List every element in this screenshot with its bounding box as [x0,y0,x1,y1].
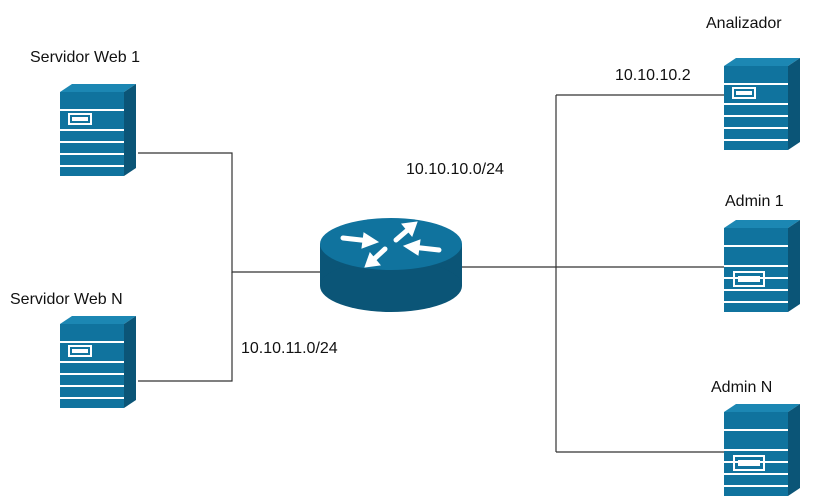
server-icon [723,57,801,151]
links [138,94,726,453]
server-icon [59,315,137,409]
server-webn [59,315,137,409]
router [320,218,462,312]
server-adminn-label: Admin N [711,379,772,396]
server-adminn [723,403,801,497]
router-icon [320,218,462,312]
server-analyzer-label: Analizador [706,15,782,32]
server-admin1-label: Admin 1 [725,193,784,210]
server-icon [723,403,801,497]
server-icon [59,83,137,177]
server-webn-label: Servidor Web N [10,291,123,308]
analyzer-ip-label: 10.10.10.2 [615,67,691,84]
server-icon [723,219,801,313]
server-web1 [59,83,137,177]
link-web1 [138,152,320,273]
server-admin1 [723,219,801,313]
server-analyzer [723,57,801,151]
server-web1-label: Servidor Web 1 [30,49,140,66]
link-webn [138,272,233,382]
network-left-label: 10.10.11.0/24 [241,340,338,357]
network-right-label: 10.10.10.0/24 [406,161,504,178]
